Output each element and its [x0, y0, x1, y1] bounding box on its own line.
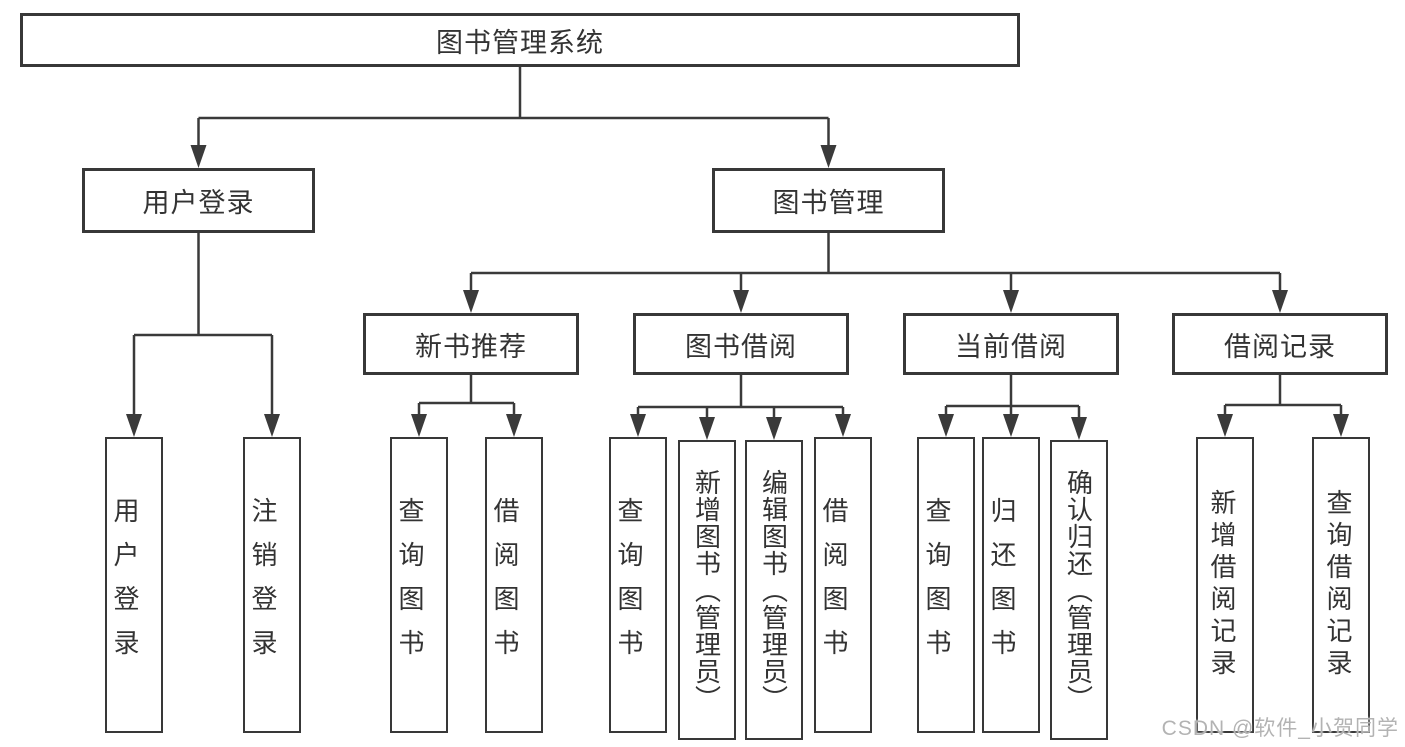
node-borrow-records-label: 借阅记录 [1224, 331, 1336, 362]
node-current-borrow: 当前借阅 [903, 313, 1119, 375]
leaf-logout-label: 注销登录 [248, 497, 278, 673]
node-borrow-records: 借阅记录 [1172, 313, 1388, 375]
node-user-login: 用户登录 [82, 168, 315, 233]
leaf-return-book-label: 归还图书 [987, 497, 1017, 673]
node-root: 图书管理系统 [20, 13, 1020, 67]
leaf-add-borrow-record-label: 新增借阅记录 [1207, 489, 1237, 681]
leaf-query-books-borrow: 查询图书 [609, 437, 667, 733]
node-root-label: 图书管理系统 [436, 27, 604, 58]
leaf-add-book-admin: 新增图书（管理员） [678, 440, 736, 740]
leaf-user-login-label: 用户登录 [110, 497, 140, 673]
leaf-return-book: 归还图书 [982, 437, 1040, 733]
leaf-query-borrow-record-label: 查询借阅记录 [1323, 489, 1353, 681]
leaf-borrow-books-recommend: 借阅图书 [485, 437, 543, 733]
node-current-borrow-label: 当前借阅 [955, 331, 1067, 362]
node-book-borrow: 图书借阅 [633, 313, 849, 375]
node-new-book-recommend-label: 新书推荐 [415, 331, 527, 362]
watermark-text: CSDN @软件_小贺同学 [1161, 717, 1399, 740]
leaf-logout: 注销登录 [243, 437, 301, 733]
leaf-add-borrow-record: 新增借阅记录 [1196, 437, 1254, 733]
leaf-query-books-borrow-label: 查询图书 [614, 497, 644, 673]
node-user-login-label: 用户登录 [142, 188, 255, 218]
leaf-add-book-admin-label: 新增图书（管理员） [691, 468, 722, 712]
leaf-query-books-recommend: 查询图书 [390, 437, 448, 733]
leaf-borrow-books-recommend-label: 借阅图书 [490, 497, 520, 673]
leaf-query-borrow-record: 查询借阅记录 [1312, 437, 1370, 733]
leaf-edit-book-admin-label: 编辑图书（管理员） [758, 468, 789, 712]
leaf-confirm-return-admin: 确认归还（管理员） [1050, 440, 1108, 740]
leaf-query-books-current: 查询图书 [917, 437, 975, 733]
node-book-management-label: 图书管理 [772, 188, 885, 218]
node-new-book-recommend: 新书推荐 [363, 313, 579, 375]
leaf-borrow-books-borrow-label: 借阅图书 [819, 497, 849, 673]
leaf-borrow-books-borrow: 借阅图书 [814, 437, 872, 733]
node-book-management: 图书管理 [712, 168, 945, 233]
leaf-confirm-return-admin-label: 确认归还（管理员） [1063, 468, 1094, 712]
leaf-query-books-current-label: 查询图书 [922, 497, 952, 673]
node-book-borrow-label: 图书借阅 [685, 331, 797, 362]
leaf-query-books-recommend-label: 查询图书 [395, 497, 425, 673]
leaf-edit-book-admin: 编辑图书（管理员） [745, 440, 803, 740]
leaf-user-login: 用户登录 [105, 437, 163, 733]
